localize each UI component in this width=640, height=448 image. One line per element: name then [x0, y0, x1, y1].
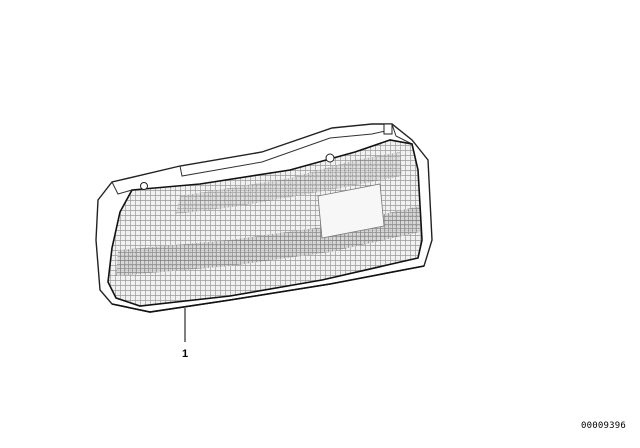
mounting-clip: [383, 123, 393, 135]
mounting-stud: [325, 153, 335, 163]
housing-inner-edge: [111, 123, 413, 195]
housing-top-flange: [179, 129, 391, 177]
lamp-bottom-rim: [111, 265, 425, 313]
part-number-label: 1: [181, 348, 189, 360]
document-number: 00009396: [581, 421, 626, 431]
mounting-stud: [140, 182, 148, 190]
